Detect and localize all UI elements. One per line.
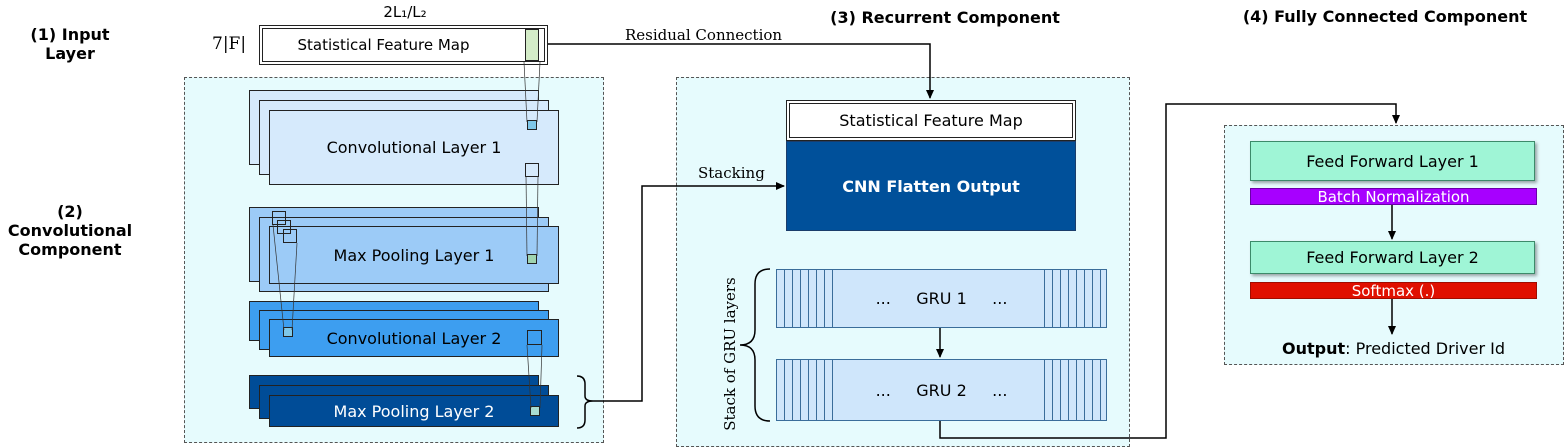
input-dim-left: 7|F| xyxy=(212,34,247,54)
ff2-label: Feed Forward Layer 2 xyxy=(1306,248,1479,267)
output-label: Output: Predicted Driver Id xyxy=(1250,339,1537,358)
pool2-layer: Max Pooling Layer 2 xyxy=(269,395,559,427)
title-recurrent-component: (3) Recurrent Component xyxy=(830,8,1060,27)
recurrent-feature-map: Statistical Feature Map xyxy=(786,100,1076,141)
input-feature-map: Statistical Feature Map xyxy=(259,25,548,65)
title-convolutional-component: (2) Convolutional Component xyxy=(7,202,133,259)
conv2-label: Convolutional Layer 2 xyxy=(326,328,502,348)
stacking-arrow xyxy=(593,182,785,402)
kernel-patch-conv2 xyxy=(527,330,542,345)
output-label-rest: : Predicted Driver Id xyxy=(1345,339,1505,358)
conv1-label: Convolutional Layer 1 xyxy=(326,138,502,157)
title-input-layer: (1) Input Layer xyxy=(30,25,110,63)
kernel-patch-pool1-a xyxy=(272,211,286,225)
pool1-layer: Max Pooling Layer 1 xyxy=(269,226,559,284)
recurrent-feature-map-label: Statistical Feature Map xyxy=(839,111,1023,130)
output-label-bold: Output xyxy=(1281,339,1346,358)
residual-connection-arrow xyxy=(548,43,934,99)
gru1-right-cells xyxy=(1044,270,1106,327)
gru1-label: ... GRU 1 ... xyxy=(875,289,1008,308)
gru-brace xyxy=(739,268,771,422)
gru2-right-cells xyxy=(1044,360,1106,420)
conv1-layer: Convolutional Layer 1 xyxy=(269,110,559,185)
projection-lines xyxy=(272,61,543,409)
softmax-label: Softmax (.) xyxy=(1351,281,1436,300)
input-map-highlight xyxy=(525,29,539,61)
stacking-label: Stacking xyxy=(698,164,765,182)
kernel-patch-conv1 xyxy=(525,163,539,177)
feed-forward-layer-1: Feed Forward Layer 1 xyxy=(1250,141,1535,181)
residual-connection-label: Residual Connection xyxy=(625,26,783,44)
input-feature-map-label: Statistical Feature Map xyxy=(297,36,470,54)
batch-normalization-bar: Batch Normalization xyxy=(1250,187,1537,206)
feed-forward-layer-2: Feed Forward Layer 2 xyxy=(1250,241,1535,274)
batch-norm-label: Batch Normalization xyxy=(1317,187,1470,206)
gru2-label: ... GRU 2 ... xyxy=(875,380,1008,400)
kernel-patch-pool1-b xyxy=(277,220,291,234)
kernel-patch-pool1-c xyxy=(283,229,297,243)
kernel-patch-conv2-small xyxy=(283,327,293,337)
conv2-layer: Convolutional Layer 2 xyxy=(269,319,559,357)
pool2-brace xyxy=(576,375,594,429)
kernel-patch-pool1 xyxy=(527,254,537,264)
gru-to-fc-arrow xyxy=(939,103,1400,439)
kernel-patch-pool2 xyxy=(530,406,540,416)
cnn-flatten-label: CNN Flatten Output xyxy=(842,176,1020,196)
pool2-label: Max Pooling Layer 2 xyxy=(333,401,495,421)
title-fully-connected-component: (4) Fully Connected Component xyxy=(1242,7,1528,26)
gru2-left-cells xyxy=(777,360,839,420)
ff1-label: Feed Forward Layer 1 xyxy=(1306,151,1479,171)
gru1-layer: ... GRU 1 ... xyxy=(776,269,1107,328)
cnn-flatten-output: CNN Flatten Output xyxy=(786,141,1076,231)
input-dim-top: 2L₁/L₂ xyxy=(383,3,427,21)
gru1-left-cells xyxy=(777,270,839,327)
gru2-layer: ... GRU 2 ... xyxy=(776,359,1107,421)
pool1-label: Max Pooling Layer 1 xyxy=(333,245,495,265)
kernel-patch-conv1-top xyxy=(527,120,537,130)
softmax-bar: Softmax (.) xyxy=(1250,281,1537,300)
